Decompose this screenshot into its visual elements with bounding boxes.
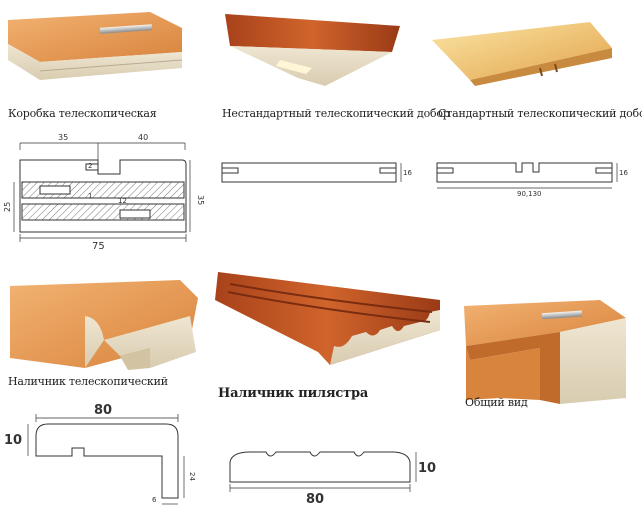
dim-korobka-inner-b: 12 (118, 197, 127, 205)
nalichnik-tel-drawing (27, 414, 185, 505)
dim-korobka-height-35: 35 (196, 195, 205, 205)
general-view-render (464, 300, 626, 404)
dim-nalichnik-tel-10: 10 (4, 433, 22, 448)
dim-nalichnik-pil-10: 10 (418, 461, 436, 476)
dim-standard-width: 90,130 (517, 190, 542, 198)
dim-korobka-25: 25 (3, 202, 12, 212)
dim-nonstandard-16: 16 (403, 169, 412, 177)
caption-nonstandard-dobor: Нестандартный телескопический добор (222, 107, 450, 120)
caption-nalichnik-tel: Наличник телескопический (8, 375, 168, 388)
caption-nalichnik-pil: Наличник пилястра (218, 386, 369, 401)
nalichnik-tel-render (10, 280, 198, 370)
caption-general-view: Общий вид (465, 396, 528, 409)
dim-nalichnik-tel-80: 80 (94, 403, 112, 418)
nalichnik-pil-drawing (229, 451, 417, 492)
dim-nalichnik-pil-80: 80 (306, 492, 324, 507)
standard-dobor-render (432, 22, 612, 86)
dim-korobka-40: 40 (138, 133, 148, 142)
caption-standard-dobor: Стандартный телескопический добор (438, 107, 642, 120)
standard-dobor-drawing (436, 162, 618, 189)
korobka-render (8, 12, 183, 80)
nalichnik-pil-render (215, 272, 440, 365)
korobka-drawing (13, 142, 191, 242)
nonstandard-dobor-render (225, 14, 400, 86)
dim-korobka-2: 2 (88, 162, 92, 170)
dim-korobka-inner-a: 1 (88, 192, 92, 200)
nonstandard-dobor-drawing (221, 162, 402, 183)
dim-standard-16: 16 (619, 169, 628, 177)
dim-nalichnik-tel-24: 24 (188, 472, 196, 481)
dim-korobka-75: 75 (92, 241, 105, 252)
dim-nalichnik-tel-6: 6 (152, 496, 157, 504)
caption-korobka: Коробка телескопическая (8, 107, 157, 120)
dim-korobka-35: 35 (58, 133, 68, 142)
